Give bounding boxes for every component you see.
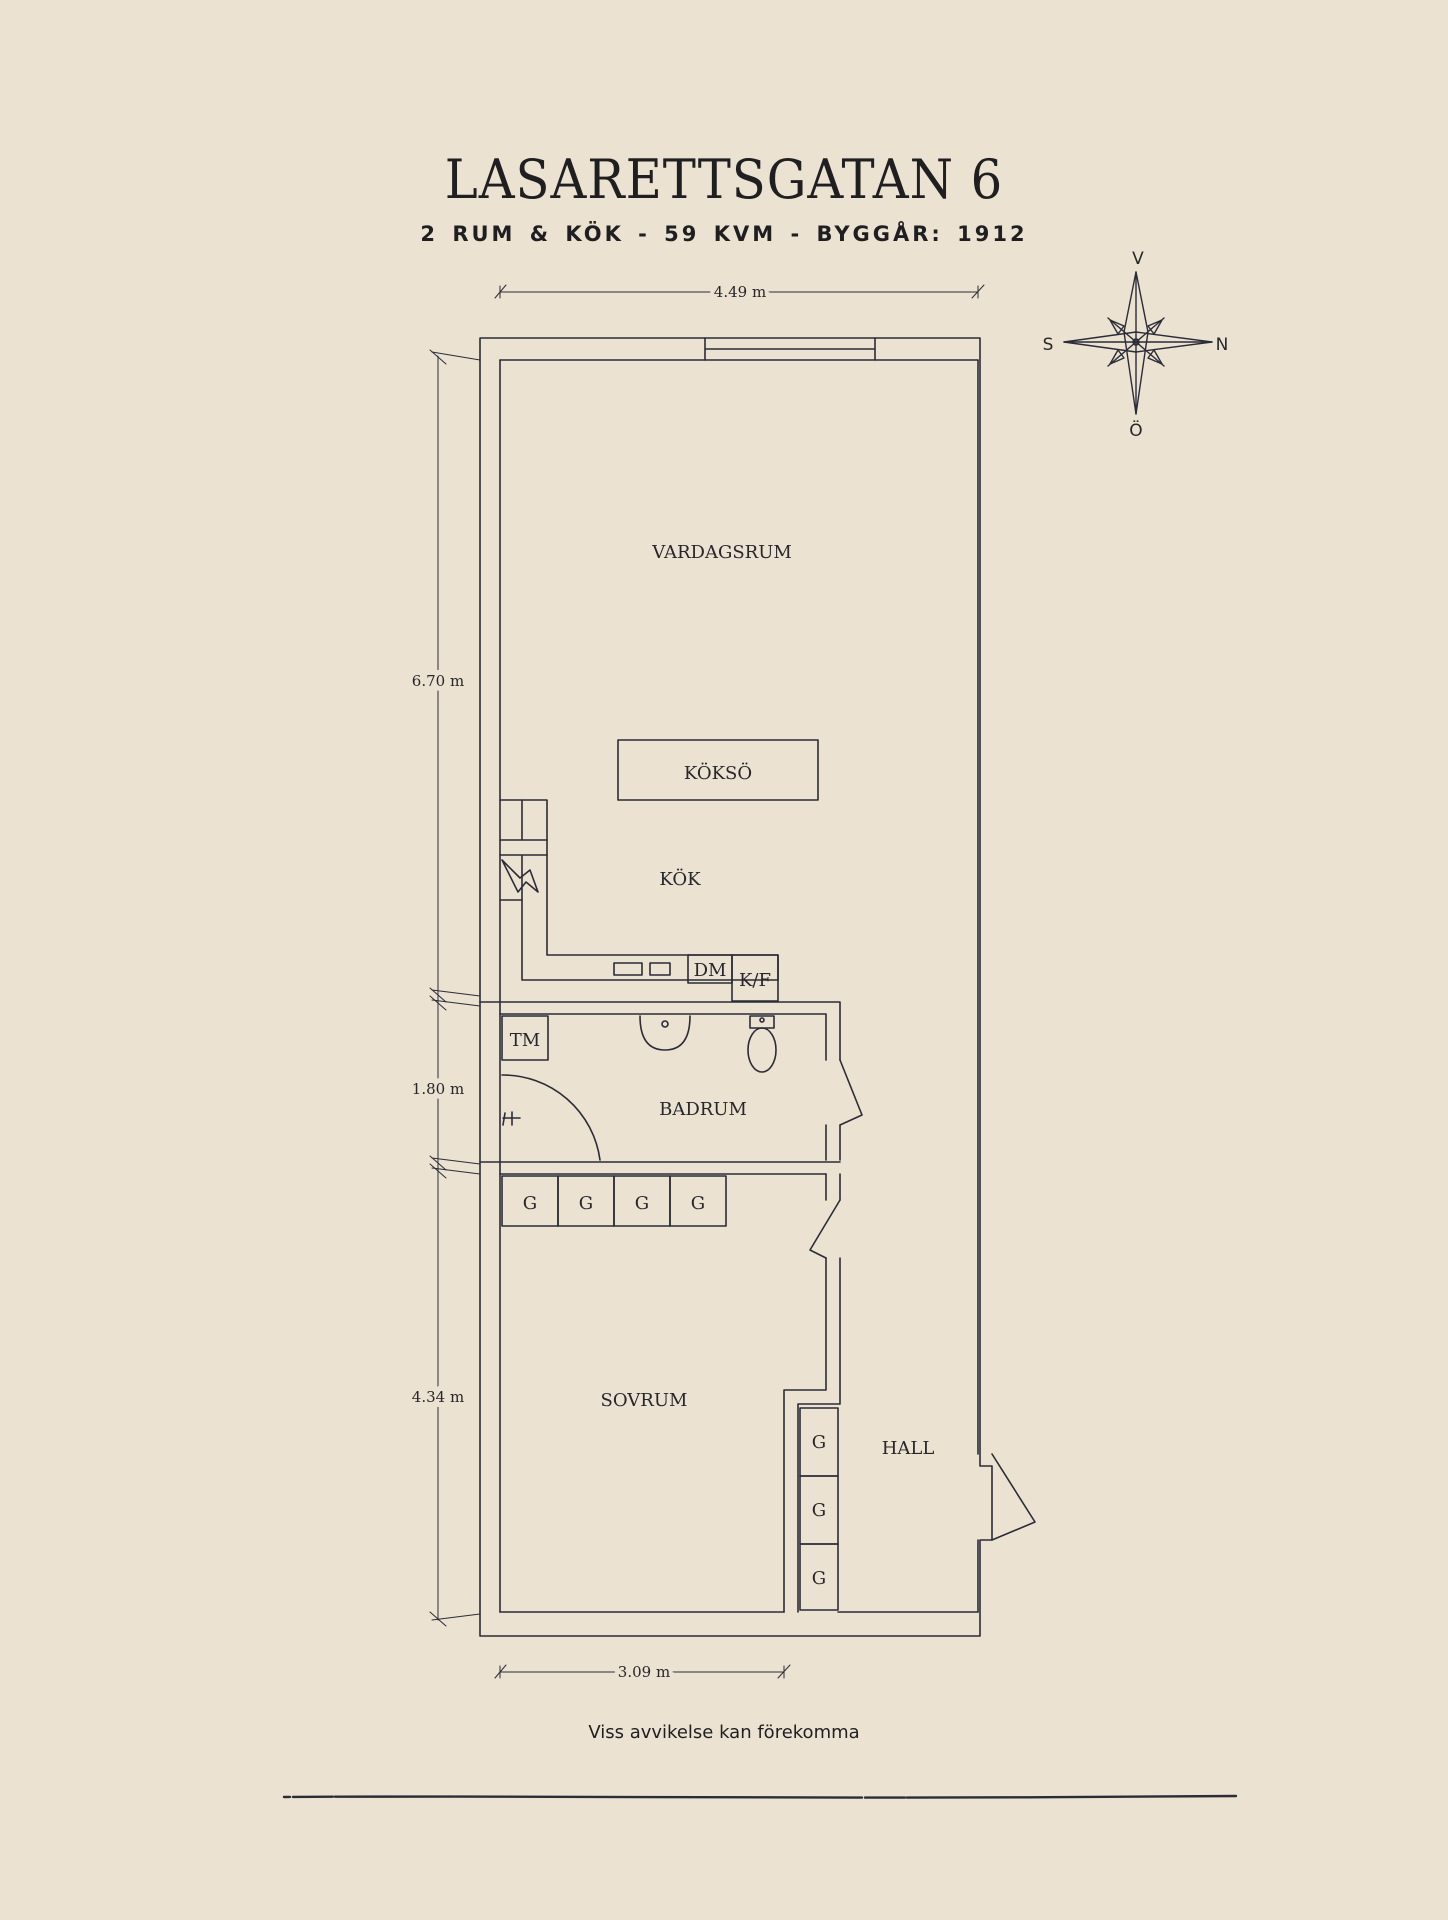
stove-icon — [501, 859, 539, 893]
compass-south: S — [1043, 335, 1054, 355]
divider-line — [282, 1794, 1238, 1799]
bedroom-hall-wall — [825, 1173, 841, 1201]
bedroom-door — [809, 1199, 841, 1259]
dim-height-bath: 1.80 m — [412, 1080, 464, 1098]
room-label-kok: KÖK — [659, 867, 701, 890]
disclaimer-text: Viss avvikelse kan förekomma — [588, 1722, 860, 1743]
label-dm: DM — [694, 960, 727, 981]
room-label-sovrum: SOVRUM — [601, 1390, 688, 1411]
room-label-vardagsrum: VARDAGSRUM — [651, 542, 792, 563]
room-label-hall: HALL — [882, 1438, 935, 1459]
bathroom-door — [839, 1059, 863, 1126]
compass-west: V — [1132, 249, 1144, 269]
label-wardrobe-3: G — [635, 1193, 649, 1214]
kitchen-counter — [499, 799, 779, 981]
page-title: LASARETTSGATAN 6 — [444, 148, 1004, 211]
label-kf: K/F — [739, 970, 771, 991]
label-wardrobe-1: G — [523, 1193, 537, 1214]
label-tm: TM — [510, 1030, 540, 1051]
kitchen-island — [617, 739, 819, 801]
label-wardrobe-2: G — [579, 1193, 593, 1214]
dim-height-living: 6.70 m — [412, 672, 464, 690]
room-label-badrum: BADRUM — [659, 1099, 747, 1120]
hall-wardrobe-3 — [799, 1543, 839, 1611]
bathroom-wall — [479, 1001, 841, 1061]
dim-top-width: 4.49 m — [714, 283, 766, 301]
kitchen-sink — [613, 962, 671, 976]
dimension-lines — [429, 284, 985, 1679]
label-hall-wardrobe-1: G — [812, 1432, 826, 1453]
label-wardrobe-4: G — [691, 1193, 705, 1214]
page-subtitle: 2 RUM & KÖK - 59 KVM - BYGGÅR: 1912 — [420, 222, 1028, 246]
compass-north: N — [1216, 335, 1229, 355]
dim-bottom-width: 3.09 m — [618, 1663, 670, 1681]
label-hall-wardrobe-3: G — [812, 1568, 826, 1589]
compass-east: Ö — [1129, 419, 1142, 441]
window — [704, 337, 876, 361]
label-hall-wardrobe-2: G — [812, 1500, 826, 1521]
fridge-freezer — [731, 954, 779, 1002]
bath-sink — [639, 1015, 691, 1051]
entrance-door — [991, 1453, 1036, 1541]
room-label-kokso: KÖKSÖ — [684, 761, 752, 784]
shower — [501, 1074, 601, 1161]
compass-rose — [1063, 271, 1213, 415]
washing-machine — [501, 1015, 549, 1061]
dim-height-bedroom: 4.34 m — [412, 1388, 464, 1406]
wardrobe-4 — [669, 1175, 727, 1227]
